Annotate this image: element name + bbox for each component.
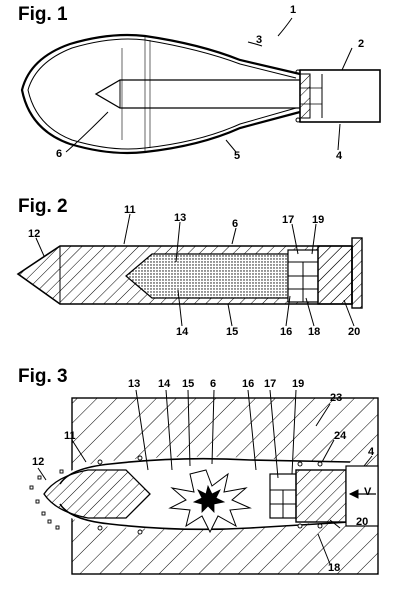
fig1-ref-2: 2 [358,38,365,50]
fig3-ref-6: 6 [210,378,217,390]
fig1-ref-1: 1 [290,4,297,16]
fig1-label: Fig. 1 [18,4,68,25]
fig1-projectile [94,79,300,109]
fig3-drawing [29,389,379,575]
fig2-label: Fig. 2 [18,196,68,217]
fig2-ref-20: 15 [226,326,239,338]
fig2-charge [125,253,289,299]
fig2-ref-18: 19 [312,214,325,226]
fig2-ref-15: 16 [280,326,293,338]
fig1-ref-5: 5 [234,150,241,162]
fig3-ref-15: 16 [242,378,255,390]
fig2-ref-17: 18 [308,326,321,338]
fig3-ref-23: 23 [330,392,343,404]
fig1-casing [20,33,301,155]
fig3-ref-14: 15 [182,378,195,390]
fig2-ref-13: 13 [174,212,187,224]
fig1-cartridge [299,69,381,123]
fig2-ref-12: 12 [28,228,41,240]
fig3-ref-12: 12 [32,456,45,468]
fig1-ref-3: 3 [256,34,263,46]
fig3-ref-V: V [364,486,372,498]
fig3-ref-16: 17 [264,378,277,390]
fig3-ref-17: 18 [328,562,341,574]
fig2-ref-11: 11 [124,204,136,216]
fig3-ref-11: 11 [64,430,76,442]
fig1-ref-4: 4 [336,150,343,162]
fig2-ref-16: 17 [282,214,295,226]
fig2-ref-19: 20 [348,326,361,338]
fig2-ref-14: 14 [176,326,189,338]
fig2-drawing [16,213,363,327]
fig3-label: Fig. 3 [18,366,68,387]
fig3-ref-13: 13 [128,378,141,390]
fig3-ref-20: 14 [158,378,171,390]
fig1-drawing [20,17,381,155]
fig3-ref-19: 20 [356,516,369,528]
fig1-ref-6: 6 [56,148,63,160]
fig3-ref-18: 19 [292,378,305,390]
fig3-ref-24: 24 [334,430,347,442]
fig3-ref-4: 4 [368,446,375,458]
fig2-ref-6: 6 [232,218,239,230]
